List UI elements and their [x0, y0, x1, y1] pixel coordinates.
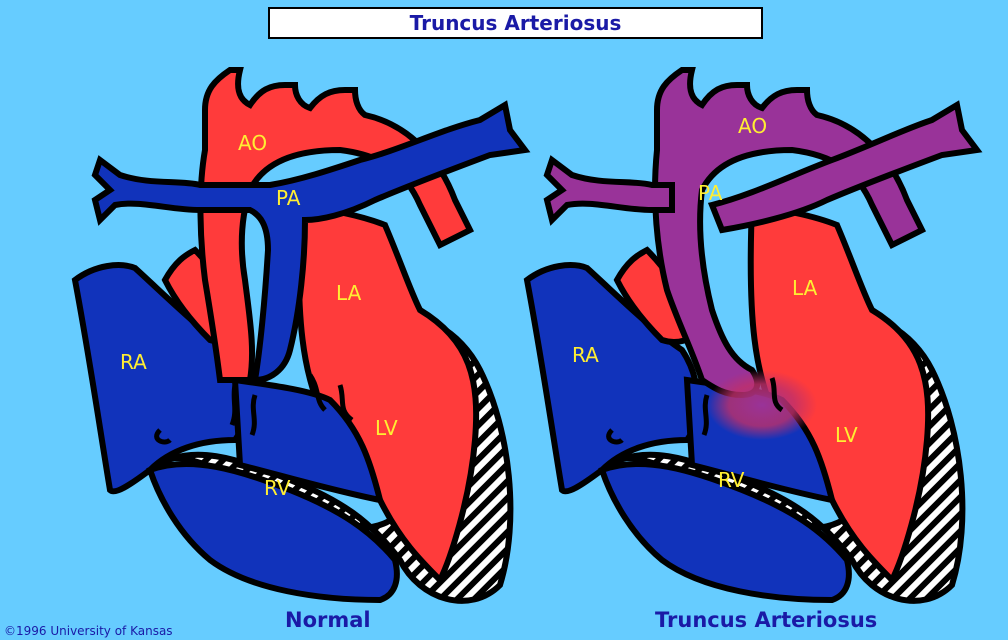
- truncus-caption: Truncus Arteriosus: [655, 608, 877, 632]
- truncus-label-ra: RA: [572, 343, 599, 367]
- truncus-heart: AO PA LA RA LV RV: [527, 70, 977, 601]
- truncus-label-ao: AO: [738, 114, 767, 138]
- truncus-label-pa: PA: [698, 181, 723, 205]
- normal-label-ra: RA: [120, 350, 147, 374]
- normal-caption: Normal: [285, 608, 371, 632]
- truncus-label-la: LA: [792, 276, 818, 300]
- normal-heart: AO PA LA RA LV RV: [75, 70, 525, 601]
- normal-label-lv: LV: [375, 416, 398, 440]
- normal-label-ao: AO: [238, 131, 267, 155]
- normal-label-la: LA: [336, 281, 362, 305]
- truncus-label-lv: LV: [835, 423, 858, 447]
- truncus-label-rv: RV: [718, 468, 745, 492]
- copyright-notice: ©1996 University of Kansas: [4, 624, 173, 638]
- normal-label-pa: PA: [276, 186, 301, 210]
- mixing-zone: [707, 370, 817, 440]
- normal-label-rv: RV: [264, 476, 291, 500]
